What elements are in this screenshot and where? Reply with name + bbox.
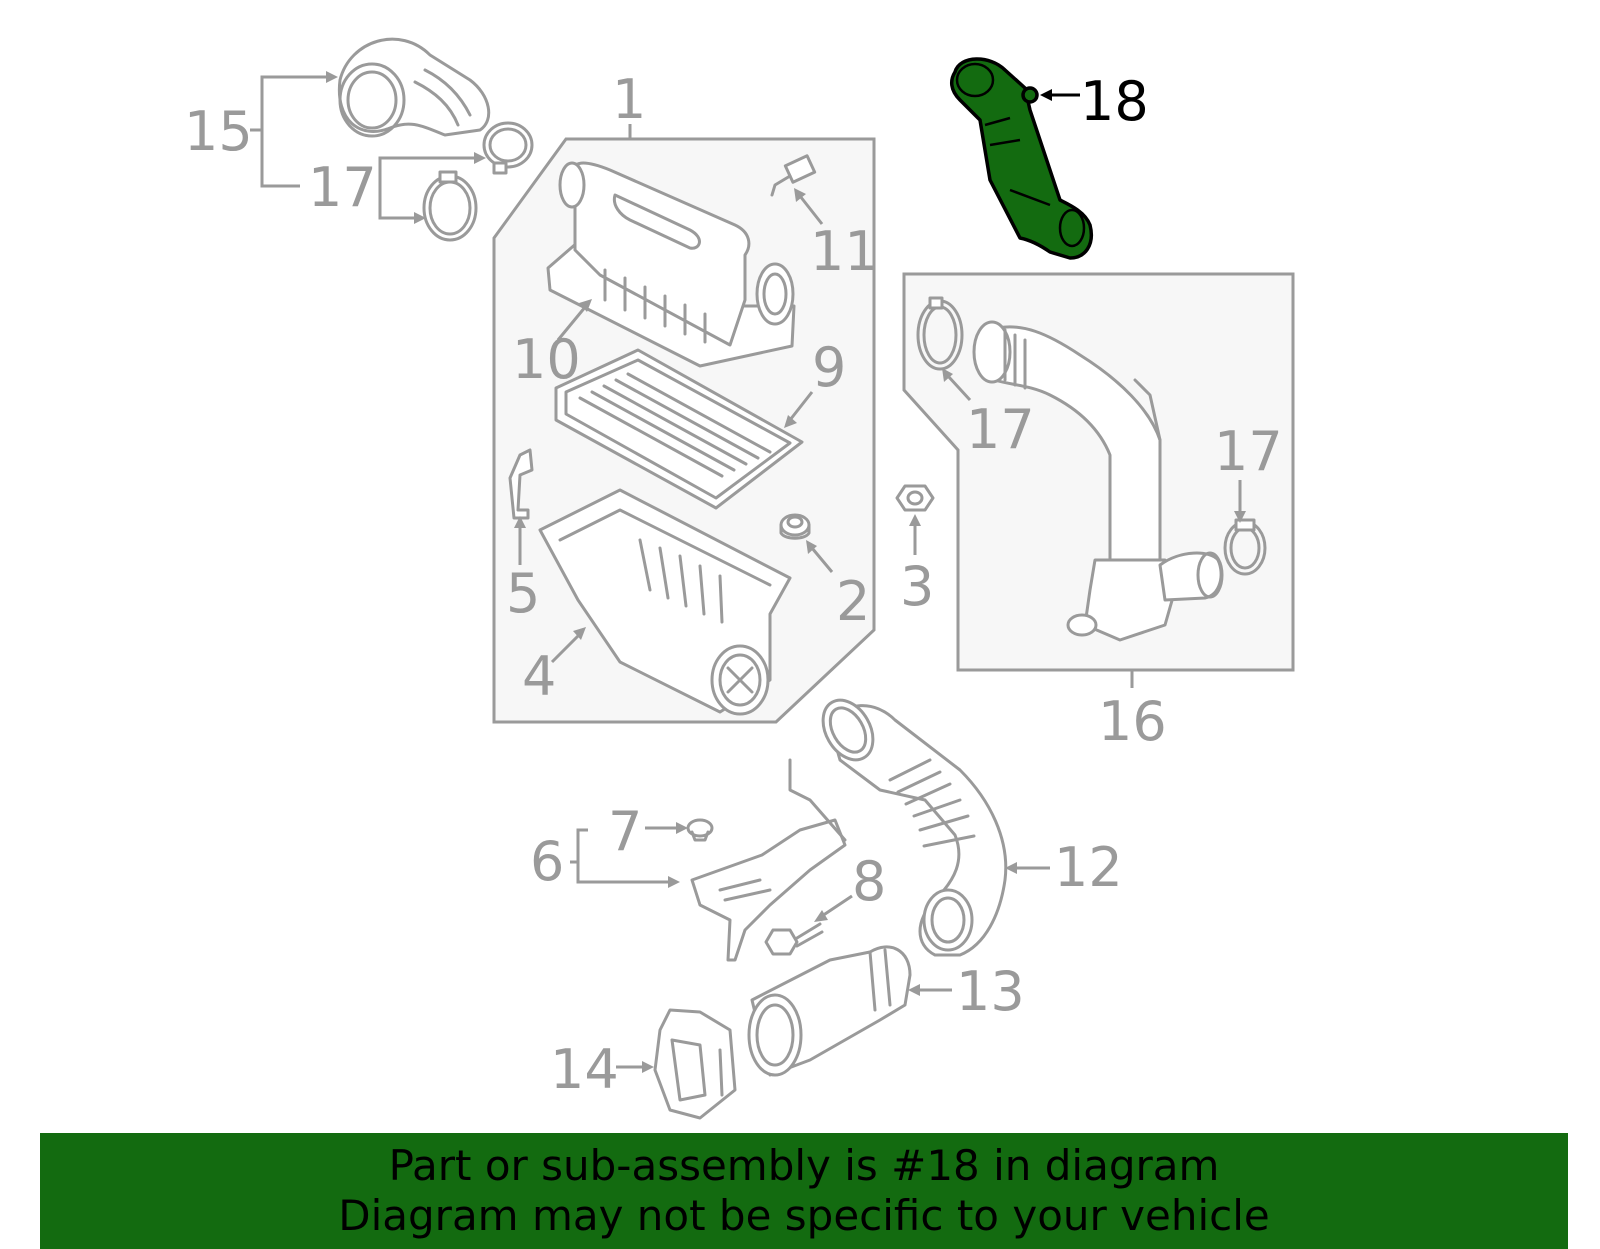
callout-18-highlighted: 18	[1080, 70, 1149, 133]
part-5-bracket	[508, 448, 534, 520]
part-3-nut	[895, 484, 935, 512]
callout-12: 12	[1054, 836, 1123, 899]
part-8-bolt	[764, 922, 824, 956]
part-14-housing	[653, 1008, 737, 1120]
part-17-clamp-duct-right	[1223, 518, 1267, 576]
callout-17-upper: 17	[308, 156, 377, 219]
part-18-highlighted-tube	[949, 57, 1093, 260]
part-10-cover	[546, 161, 796, 368]
callout-15: 15	[184, 100, 253, 163]
callout-5: 5	[506, 562, 540, 625]
callout-13: 13	[956, 960, 1025, 1023]
info-banner: Part or sub-assembly is #18 in diagram D…	[40, 1133, 1568, 1249]
part-7-grommet	[686, 818, 714, 842]
banner-line-2: Diagram may not be specific to your vehi…	[338, 1191, 1270, 1240]
part-4-lower-housing	[538, 488, 792, 716]
part-2-grommet	[779, 513, 811, 540]
callout-8: 8	[852, 850, 886, 913]
part-12-hose	[821, 698, 1008, 957]
callout-3: 3	[900, 555, 934, 618]
part-9-filter	[554, 348, 804, 510]
callout-16: 16	[1098, 690, 1167, 753]
callout-6: 6	[530, 830, 564, 893]
banner-line-1: Part or sub-assembly is #18 in diagram	[388, 1141, 1220, 1190]
part-16-duct	[972, 320, 1224, 642]
part-15-elbow	[337, 37, 491, 138]
part-11-sensor	[770, 154, 817, 197]
part-17-clamp-lower	[422, 170, 478, 242]
part-17-clamp-duct-left	[916, 296, 964, 371]
part-13-duct	[747, 945, 912, 1077]
callout-1: 1	[612, 68, 646, 131]
part-17-clamp-upper	[482, 121, 534, 175]
callout-4: 4	[522, 645, 556, 708]
callout-11: 11	[810, 220, 879, 283]
callout-9: 9	[812, 336, 846, 399]
callout-10: 10	[512, 328, 581, 391]
callout-7: 7	[608, 800, 642, 863]
callout-17-duct-right: 17	[1214, 420, 1283, 483]
callout-14: 14	[550, 1038, 619, 1101]
part-6-bracket	[690, 758, 847, 962]
callout-17-duct-left: 17	[966, 398, 1035, 461]
callout-2: 2	[836, 570, 870, 633]
